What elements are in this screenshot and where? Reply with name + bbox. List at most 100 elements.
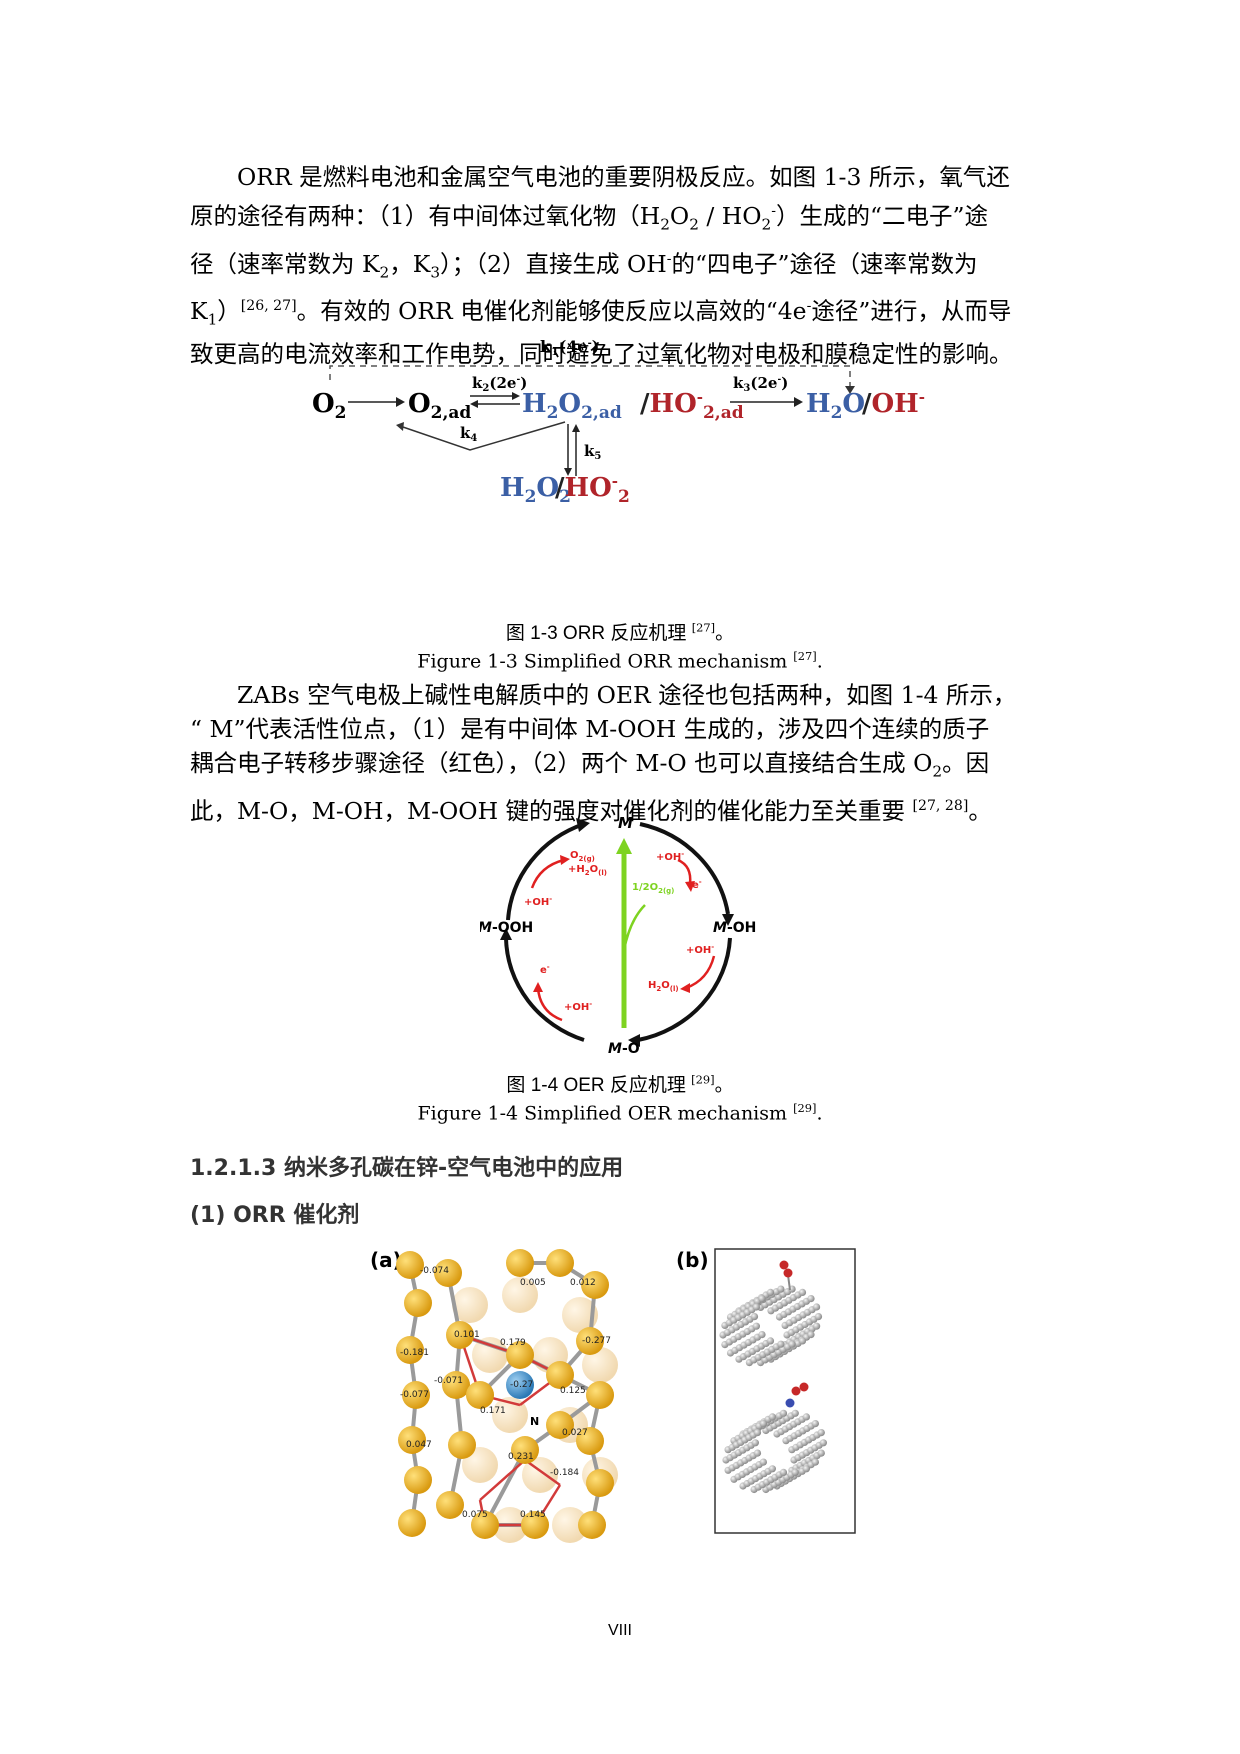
tube-atom	[751, 1439, 759, 1447]
pale-atom	[502, 1277, 538, 1313]
tube-atom	[752, 1322, 760, 1330]
tube-atom	[759, 1420, 767, 1428]
carbon-atom	[402, 1381, 430, 1409]
figure-1-3-caption-en: Figure 1-3 Simplified ORR mechanism [27]…	[417, 649, 823, 673]
tube-atom	[791, 1468, 799, 1476]
oxygen-atom	[799, 1382, 809, 1392]
tube-atom	[768, 1465, 776, 1473]
arc-bottom-right	[637, 937, 732, 1042]
h2o-label: H2O	[806, 389, 865, 423]
para2-line2: “ M”代表活性位点，（1）是有中间体 M-OOH 生成的，涉及四个连续的质子	[190, 715, 990, 743]
arc-top-right	[639, 822, 730, 915]
k1-arrowhead	[845, 386, 855, 394]
carbon-atom	[448, 1431, 476, 1459]
oh-top-right: +OH-	[656, 850, 684, 863]
tube-atom	[788, 1340, 796, 1348]
page-number: VIII	[607, 1622, 632, 1639]
node-m-o: M-O	[608, 1041, 640, 1057]
carbon-atom	[506, 1249, 534, 1277]
oh-right: +OH-	[686, 943, 714, 956]
red-arrow-right-head	[680, 983, 690, 993]
o2-bond	[787, 1274, 791, 1291]
oxygen-atom	[783, 1268, 793, 1278]
node-m-ooh: M-OOH	[480, 920, 533, 936]
tube-atom	[811, 1420, 819, 1428]
tube-atom	[807, 1331, 815, 1339]
para1-line3: 径（速率常数为 K2，K3）；（2）直接生成 OH-的“四电子”途径（速率常数为	[190, 249, 978, 282]
carbon-atom	[546, 1411, 574, 1439]
charge-label: 0.145	[520, 1510, 546, 1520]
charge-label: 0.005	[520, 1278, 546, 1288]
tube-atom	[759, 1458, 767, 1466]
tube-atom	[753, 1429, 762, 1437]
nitrogen-label: N	[530, 1415, 539, 1428]
o2ad-label: O2,ad	[408, 389, 471, 423]
tube-atom	[768, 1413, 776, 1421]
k3-label: k3(2e-)	[733, 374, 788, 394]
bond	[483, 1449, 527, 1526]
paragraph-oer: ZABs 空气电极上碱性电解质中的 OER 途径也包括两种，如图 1-4 所示，…	[190, 678, 1052, 828]
tube-atom	[798, 1288, 807, 1296]
carbon-atom	[396, 1336, 424, 1364]
k5-label: k5	[584, 442, 601, 462]
charge-label: -0.071	[434, 1376, 463, 1386]
charge-label: -0.184	[550, 1468, 579, 1478]
o2-label: O2	[312, 389, 347, 423]
pale-atom	[582, 1347, 618, 1383]
para1-line5: 致更高的电流效率和工作电势，同时避免了过氧化物对电极和膜稳定性的影响。	[190, 339, 1013, 368]
tube-atom	[777, 1340, 785, 1348]
red-arrow-bottom-left-head	[533, 982, 543, 992]
carbon-atom	[466, 1381, 494, 1409]
arc-bottom-left-arrowhead	[500, 928, 512, 940]
o2-release-label: 1/2O2(g)	[632, 882, 674, 895]
charge-label: 0.101	[454, 1330, 480, 1340]
k5-down-arrowhead	[564, 468, 572, 476]
ho2ad-label: /HO-2,ad	[640, 388, 744, 423]
tube-atom	[766, 1337, 775, 1345]
oer-cycle-diagram: M M-OH M-O M-OOH 1/2O2(g) O2(g) +H2O(l) …	[480, 814, 756, 1057]
para1-line2: 原的途径有两种：（1）有中间体过氧化物（H2O2 / HO2-）生成的“二电子”…	[190, 201, 989, 234]
carbon-atom	[586, 1381, 614, 1409]
carbon-atom	[576, 1427, 604, 1455]
oh-bottom-left: +OH-	[564, 1000, 592, 1013]
h2o2ad-label: H2O2,ad	[522, 389, 622, 423]
carbon-atom	[442, 1371, 470, 1399]
tube-atom	[802, 1465, 810, 1473]
k1-dashed-path	[329, 365, 851, 388]
node-m: M	[618, 814, 633, 832]
tube-atom	[791, 1409, 799, 1417]
figure-1-4-caption-zh: 图 1-4 OER 反应机理 [29]。	[506, 1072, 734, 1096]
charge-label: -0.27	[510, 1380, 533, 1390]
highlight-bond	[524, 1458, 561, 1487]
o2-arrowhead	[396, 397, 405, 407]
tube-atom	[817, 1429, 825, 1437]
para2-line3: 耦合电子转移步骤途径（红色），（2）两个 M-O 也可以直接结合生成 O2。因	[190, 749, 990, 781]
carbon-atom	[398, 1426, 426, 1454]
pale-atom	[522, 1457, 558, 1493]
section-heading: 1.2.1.3 纳米多孔碳在锌-空气电池中的应用	[190, 1156, 624, 1181]
subsection-heading: (1) ORR 催化剂	[190, 1203, 360, 1228]
tube-atom	[752, 1303, 760, 1311]
e-bottom-left: e-	[540, 963, 550, 976]
charge-label: 0.171	[480, 1406, 506, 1416]
tube-atom	[779, 1409, 788, 1417]
charge-label: 0.027	[562, 1428, 588, 1438]
charge-label: 0.012	[570, 1278, 596, 1288]
highlight-bond	[479, 1459, 526, 1501]
h2o-right: H2O(l)	[648, 980, 679, 993]
pale-atom	[452, 1287, 488, 1323]
charge-label: 0.047	[406, 1440, 432, 1450]
nitrogen-atom	[506, 1371, 534, 1399]
pale-atom	[462, 1447, 498, 1483]
red-arrow-top-left	[530, 858, 565, 889]
k4-arrowhead	[396, 422, 404, 431]
green-o2-release	[622, 904, 646, 951]
carbon-atom	[396, 1251, 424, 1279]
charge-label: -0.074	[420, 1266, 449, 1276]
tube-atom	[758, 1331, 766, 1339]
h2ol-label: +H2O(l)	[568, 864, 607, 877]
oxygen-atom	[791, 1386, 801, 1396]
carbon-atom	[546, 1361, 574, 1389]
